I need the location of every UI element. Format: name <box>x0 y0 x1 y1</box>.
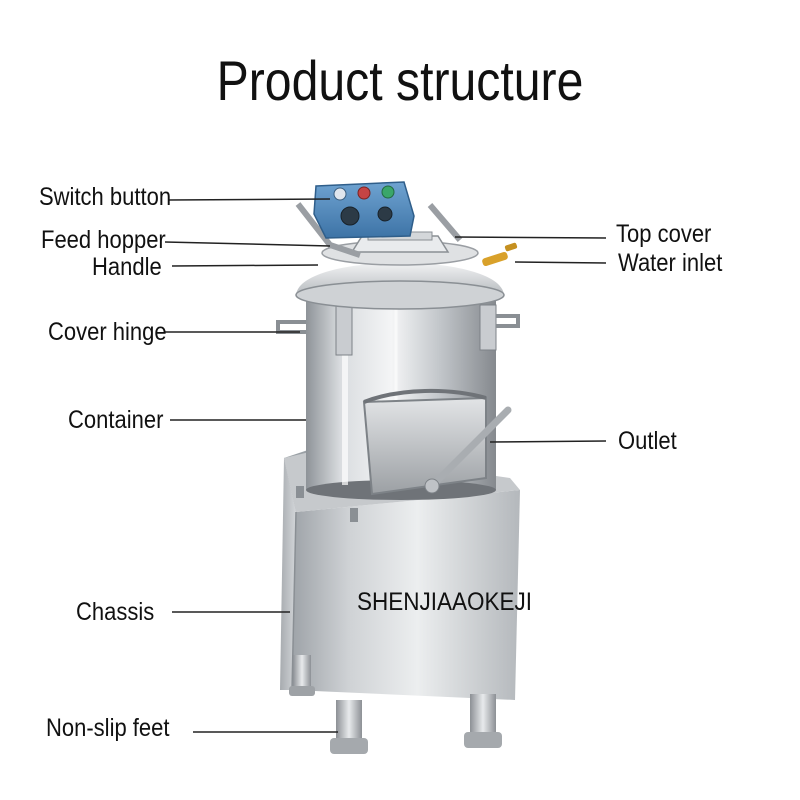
page-title: Product structure <box>216 49 584 112</box>
label-top-cover: Top cover <box>616 220 712 248</box>
label-outlet: Outlet <box>618 427 677 455</box>
label-container: Container <box>68 406 164 434</box>
leader-switch-button <box>167 198 331 201</box>
handle-frame <box>295 202 463 258</box>
leader-water-inlet <box>514 261 607 264</box>
label-water-inlet: Water inlet <box>618 249 723 277</box>
label-non-slip-feet: Non-slip feet <box>46 714 170 742</box>
leader-lines <box>164 198 607 733</box>
label-switch-button: Switch button <box>39 183 172 211</box>
leader-handle <box>171 264 319 267</box>
label-cover-hinge: Cover hinge <box>48 318 167 346</box>
label-feed-hopper: Feed hopper <box>41 226 166 254</box>
non-slip-feet-graphic <box>289 655 502 754</box>
outlet-graphic <box>362 388 512 496</box>
label-handle: Handle <box>92 253 162 281</box>
label-chassis: Chassis <box>76 598 155 626</box>
leader-feed-hopper <box>164 241 331 247</box>
control-panel <box>313 181 415 239</box>
leader-outlet <box>489 440 607 443</box>
leader-top-cover <box>454 236 607 239</box>
brand-watermark: SHENJIAAOKEJI <box>357 588 533 616</box>
water-inlet-graphic <box>482 242 518 267</box>
